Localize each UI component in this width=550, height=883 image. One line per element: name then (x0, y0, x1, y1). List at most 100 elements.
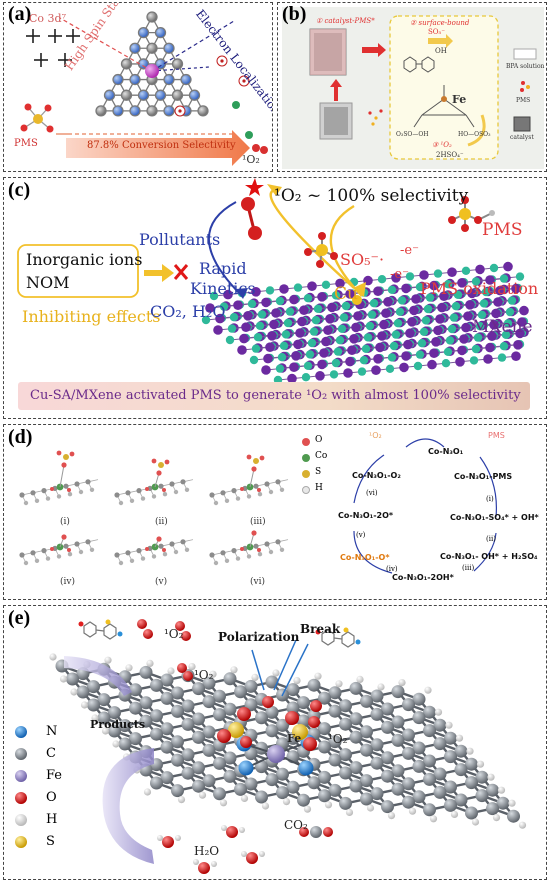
panel-c-figure (17, 178, 530, 410)
right-group-label: HO—OSO₃ (458, 131, 491, 138)
legend-label: O (315, 435, 323, 445)
mxene-atom (331, 358, 341, 368)
carbon-atom (286, 780, 300, 794)
carbon-atom (139, 714, 153, 728)
mxene-atom (293, 283, 303, 292)
mxene-atom (465, 300, 475, 310)
structure-label: (vi) (250, 577, 265, 587)
nitrogen-atom (238, 760, 254, 776)
cobalt-atom (145, 64, 159, 78)
hydrogen-atom (345, 808, 354, 816)
copper-atom (352, 295, 362, 305)
carbon-atom (87, 698, 100, 712)
hydrogen-atom (508, 799, 516, 807)
mxene-atom (349, 334, 359, 344)
carbon-atom (192, 779, 205, 793)
legend-label: C (46, 746, 56, 761)
mxene-atom (209, 291, 219, 301)
hydrogen-atom (219, 799, 228, 807)
carbon-atom (318, 691, 331, 705)
mxene-atom (363, 333, 373, 342)
hydrogen-atom (230, 666, 238, 674)
carbon-atom (234, 782, 247, 796)
graphene-sheet (49, 653, 527, 829)
carbon-atom (129, 683, 142, 697)
carbon-atom (171, 704, 184, 718)
carbon-atom (454, 744, 468, 758)
carbon-atom (328, 735, 342, 749)
lattice-atom (129, 42, 141, 54)
mxene-atom (417, 339, 427, 348)
cycle-step: (iv) (386, 565, 398, 573)
hydrogen-atom (125, 664, 133, 672)
mxene-atom (489, 263, 499, 273)
mxene-lattice (201, 261, 529, 385)
carbon-atom (118, 719, 132, 733)
mxene-atom (293, 339, 303, 350)
mxene-atom (401, 351, 411, 361)
mxene-atom (327, 302, 337, 313)
mxene-atom (445, 336, 455, 345)
mxene-atom (341, 301, 351, 311)
carbon-atom (129, 732, 142, 746)
mxene-atom (283, 318, 293, 328)
mxene-atom (505, 307, 515, 317)
carbon-atom (349, 779, 363, 793)
mxene-atom (265, 286, 275, 295)
carbon-atom (360, 792, 373, 806)
carbon-atom (465, 776, 478, 790)
product-molecules (157, 825, 333, 874)
carbon-atom (391, 733, 405, 747)
singlet-oxygen-label: ¹O₂ (164, 627, 184, 641)
cycle-step: (i) (486, 495, 494, 503)
iron-label: Fe (287, 732, 302, 745)
carbon-atom (360, 725, 373, 739)
adsorption-structure (19, 450, 99, 506)
carbon-atom (412, 790, 426, 804)
carbon-atom (265, 705, 279, 719)
carbon-dioxide-label: CO₂ (284, 818, 308, 832)
carbon-atom (370, 756, 384, 770)
carbon-atom (360, 743, 373, 757)
mxene-atom (307, 338, 317, 348)
mxene-atom (303, 361, 313, 370)
mxene-atom (459, 334, 469, 344)
legend-label: H (315, 483, 323, 493)
carbon-atom (223, 769, 237, 783)
mxene-atom (447, 267, 457, 277)
mxene-atom (255, 321, 265, 330)
lattice-atom (129, 73, 141, 86)
carbon-atom (349, 730, 363, 744)
pms-molecule (448, 196, 495, 232)
carbon-atom (276, 718, 289, 732)
reaction-cycle (353, 438, 497, 574)
pollutants-label: Pollutants (139, 230, 221, 249)
hydrogen-atom (455, 734, 464, 742)
panel-a-figure (20, 11, 268, 166)
mxene-atom (485, 275, 495, 285)
iron-label: Fe (452, 93, 467, 106)
carbon-atom (454, 763, 468, 777)
mxene-atom (303, 294, 313, 303)
mxene-atom (369, 299, 379, 308)
mxene-atom (377, 275, 387, 284)
mxene-atom (481, 287, 491, 297)
sulfate-radical-label: SO₅⁻· (340, 250, 385, 269)
hydrogen-atom (434, 708, 443, 716)
mxene-atom (395, 307, 405, 316)
carbon-atom (223, 751, 237, 765)
legend-label: Fe (46, 768, 63, 783)
inhibit-arrow (144, 264, 174, 282)
carbon-atom (192, 730, 205, 744)
free-oxygen-molecules (137, 619, 193, 681)
hydrogen-atom (177, 796, 186, 804)
mxene-atom (391, 273, 401, 283)
hydrogen-atom (314, 672, 322, 680)
lattice-atom (112, 73, 124, 86)
mxene-atom (443, 347, 453, 356)
panel-b: (b) ① catalyst-PMS* ② surface-bound SO₅⁻… (277, 2, 547, 172)
hydrogen-atom (424, 686, 432, 694)
lattice-atom (163, 73, 175, 86)
hydrogen-atom (476, 760, 485, 768)
structure-label: (iv) (60, 577, 75, 587)
